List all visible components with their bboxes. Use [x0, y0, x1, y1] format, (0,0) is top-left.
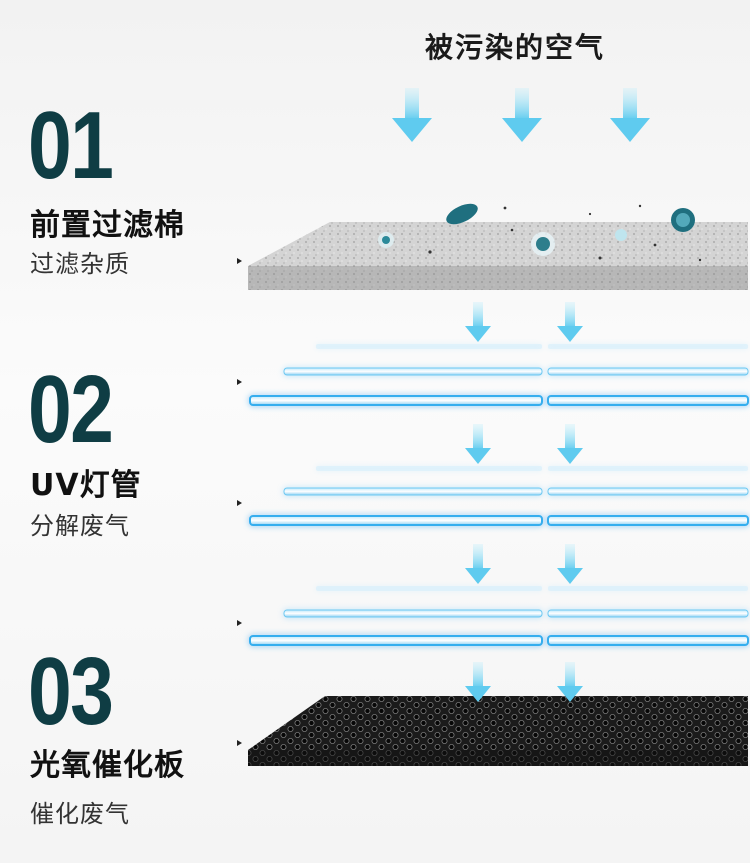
down-arrow-icon — [502, 88, 542, 142]
bullet-marker — [237, 500, 242, 506]
uv-tube-group-2 — [249, 466, 749, 526]
down-arrow-icon — [557, 424, 583, 464]
bullet-marker — [237, 258, 242, 264]
stage-3-subtitle: 催化废气 — [30, 800, 130, 828]
bullet-marker — [237, 379, 242, 385]
stage-1-subtitle: 过滤杂质 — [30, 250, 130, 278]
stage-2-title: UV灯管 — [30, 468, 142, 503]
stage-2-subtitle: 分解废气 — [30, 512, 130, 540]
stage-3-title: 光氧催化板 — [30, 748, 185, 783]
stage-1-number: 01 — [28, 92, 114, 199]
uv-tube-group-3 — [249, 586, 749, 646]
down-arrow-icon — [610, 88, 650, 142]
down-arrow-icon — [465, 302, 491, 342]
stage-1-title: 前置过滤棉 — [30, 208, 185, 243]
bacteria-icon — [378, 203, 702, 262]
bullet-marker — [237, 620, 242, 626]
down-arrow-icon — [465, 424, 491, 464]
page-title: 被污染的空气 — [424, 31, 605, 64]
uv-tube-group-1 — [249, 344, 749, 406]
catalytic-board — [248, 696, 748, 766]
down-arrow-icon — [392, 88, 432, 142]
stage-2-number: 02 — [28, 356, 114, 463]
down-arrow-icon — [557, 544, 583, 584]
down-arrow-icon — [465, 544, 491, 584]
bullet-marker — [237, 740, 242, 746]
pre-filter-cotton — [248, 222, 748, 290]
stage-3-number: 03 — [28, 638, 114, 745]
down-arrow-icon — [557, 302, 583, 342]
